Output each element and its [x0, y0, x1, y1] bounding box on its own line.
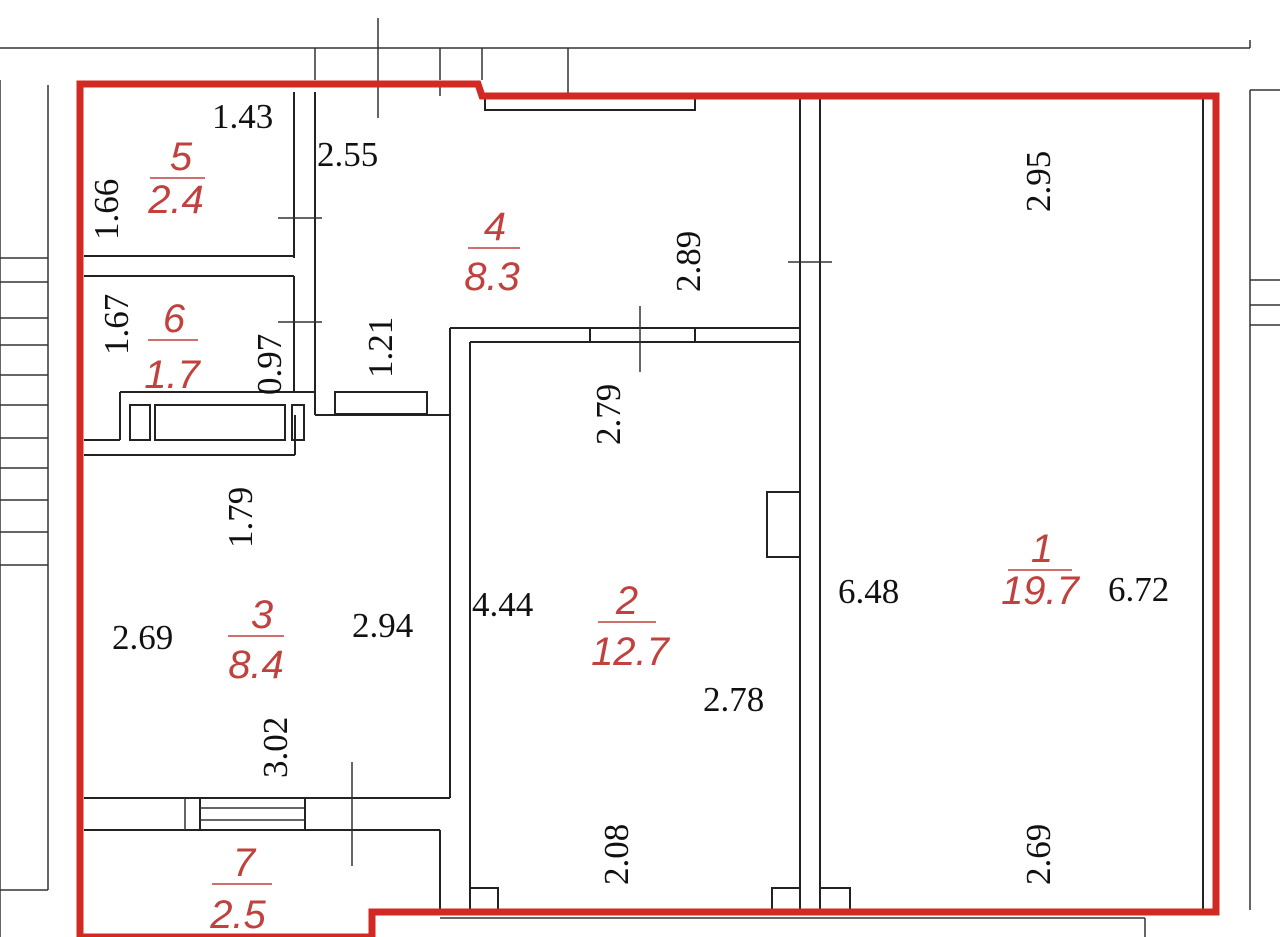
dim-4-44: 4.44 — [472, 585, 533, 624]
dim-2-08: 2.08 — [597, 824, 636, 885]
dim-2-55: 2.55 — [317, 135, 378, 174]
room-area: 12.7 — [591, 630, 671, 674]
dim-3-02: 3.02 — [256, 717, 295, 778]
room-number: 2 — [615, 579, 638, 623]
dim-2-69-left: 2.69 — [112, 618, 173, 657]
room-number: 4 — [484, 205, 506, 249]
dim-1-66: 1.66 — [87, 179, 126, 240]
building-context-lines — [0, 47, 1280, 937]
room-area: 2.5 — [209, 893, 266, 937]
axis-marks — [184, 18, 1251, 866]
room-area: 8.3 — [464, 255, 520, 299]
dim-2-94: 2.94 — [352, 606, 413, 645]
room-label-4: 4 8.3 — [464, 205, 520, 299]
dim-1-79: 1.79 — [221, 487, 260, 548]
dim-6-48: 6.48 — [838, 572, 899, 611]
room-area: 19.7 — [1001, 569, 1081, 613]
dim-2-79: 2.79 — [589, 384, 628, 445]
dim-0-97: 0.97 — [250, 334, 289, 395]
dim-2-69-right: 2.69 — [1019, 824, 1058, 885]
dim-6-72: 6.72 — [1108, 570, 1169, 609]
room-area: 8.4 — [228, 643, 284, 687]
room-number: 3 — [251, 593, 273, 637]
room-area: 2.4 — [147, 178, 204, 222]
room-area: 1.7 — [144, 353, 201, 397]
dim-1-67: 1.67 — [97, 294, 136, 355]
room-number: 6 — [163, 297, 186, 341]
room-label-1: 1 19.7 — [1001, 527, 1081, 613]
room-label-6: 6 1.7 — [144, 297, 201, 397]
dim-1-43: 1.43 — [212, 97, 273, 136]
apartment-outline — [76, 80, 1220, 937]
dim-2-95: 2.95 — [1019, 151, 1058, 212]
dim-2-78: 2.78 — [703, 680, 764, 719]
room-label-5: 5 2.4 — [147, 135, 205, 222]
room-label-2: 2 12.7 — [591, 579, 671, 674]
bottom-context — [440, 917, 1146, 937]
interior-walls — [84, 92, 1204, 912]
room-label-7: 7 2.5 — [209, 841, 272, 937]
room-number: 1 — [1031, 527, 1053, 571]
room-number: 5 — [170, 135, 193, 179]
dim-1-21: 1.21 — [361, 317, 400, 378]
room-number: 7 — [233, 841, 257, 885]
dim-2-89: 2.89 — [669, 231, 708, 292]
room-label-3: 3 8.4 — [228, 593, 284, 687]
